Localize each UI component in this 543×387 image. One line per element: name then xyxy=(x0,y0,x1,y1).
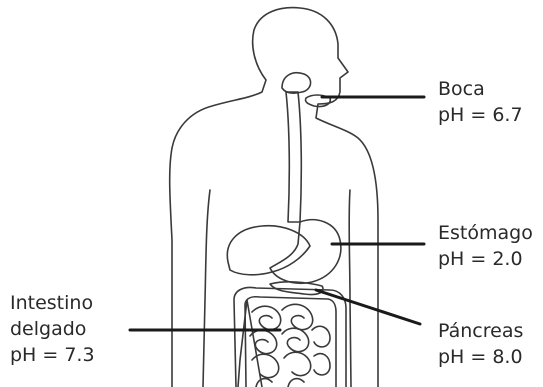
label-pancreas: Páncreas pH = 8.0 xyxy=(438,318,523,370)
label-estomago-name: Estómago xyxy=(438,220,533,246)
label-intestino-name-line1: Intestino xyxy=(10,290,95,316)
esophagus xyxy=(286,92,301,222)
left-arm-line xyxy=(203,190,210,387)
liver xyxy=(227,226,310,275)
label-boca: Boca pH = 6.7 xyxy=(438,76,523,128)
label-pancreas-name: Páncreas xyxy=(438,318,523,344)
small-intestine xyxy=(250,304,330,387)
label-intestino: Intestino delgado pH = 7.3 xyxy=(10,290,95,368)
label-intestino-ph: pH = 7.3 xyxy=(10,342,95,368)
label-estomago-ph: pH = 2.0 xyxy=(438,246,533,272)
label-boca-name: Boca xyxy=(438,76,523,102)
oral-cavity xyxy=(282,73,311,93)
right-arm-line xyxy=(349,190,351,387)
label-boca-ph: pH = 6.7 xyxy=(438,102,523,128)
label-pancreas-ph: pH = 8.0 xyxy=(438,344,523,370)
pointer-pancreas xyxy=(316,290,420,324)
label-estomago: Estómago pH = 2.0 xyxy=(438,220,533,272)
label-intestino-name-line2: delgado xyxy=(10,316,95,342)
